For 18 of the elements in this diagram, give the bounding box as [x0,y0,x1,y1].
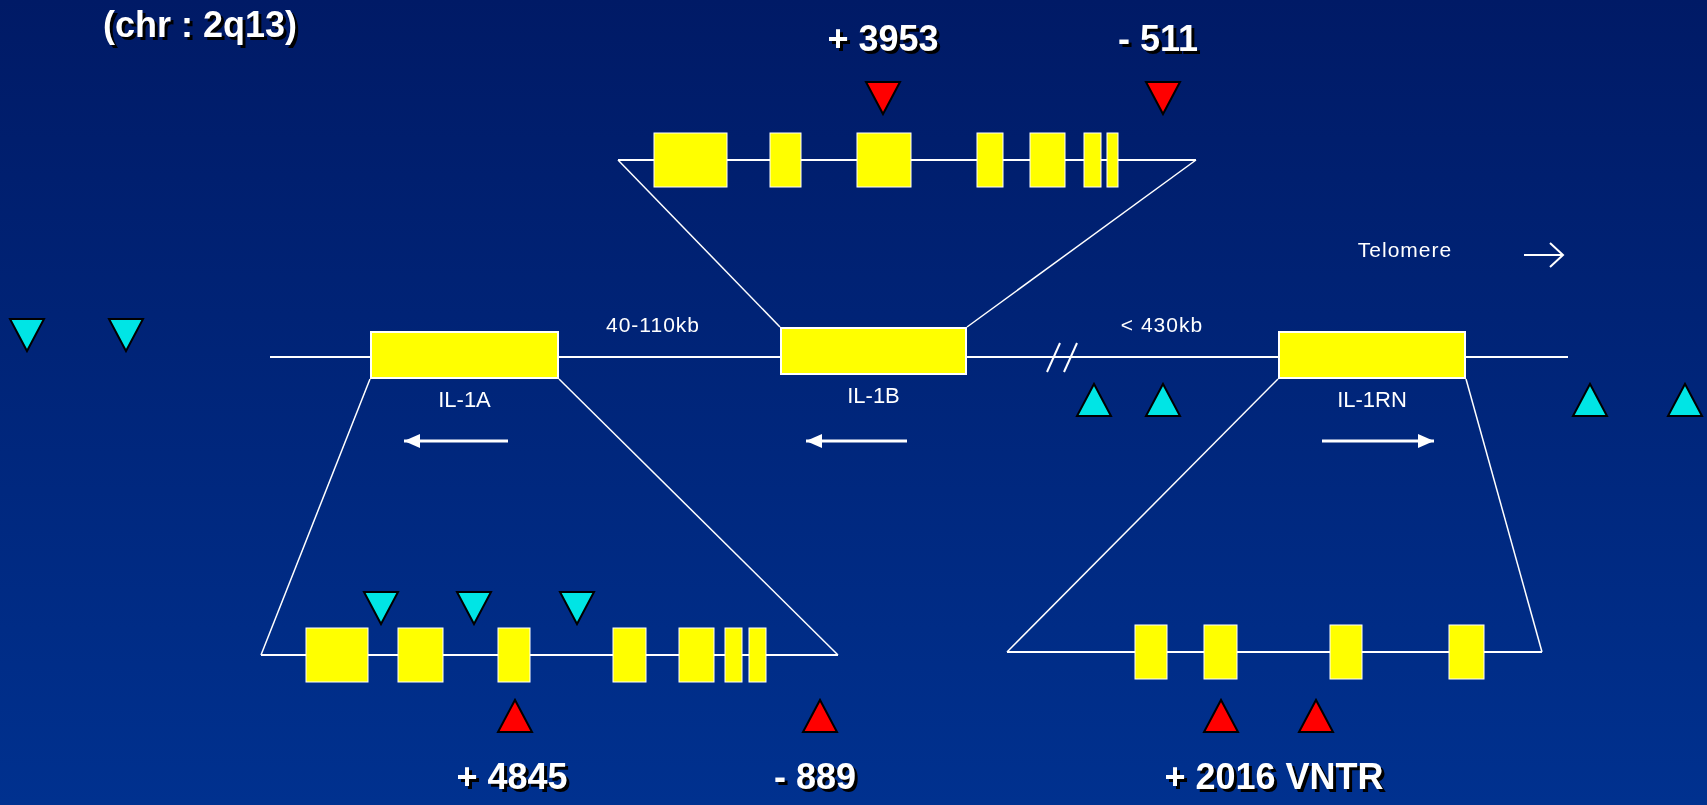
chromosome-location: (chr : 2q13) [103,4,297,46]
distance-label: < 430kb [1120,313,1204,337]
gene-label: IL-1A [437,387,492,413]
direction-label: Telomere [1357,238,1453,262]
zoom-line [966,159,1197,328]
position-label: + 3953 [827,18,939,60]
zoom-line [1465,378,1543,653]
zoom-line [558,378,839,656]
zoom-line [617,159,781,328]
zoom-line [1006,378,1279,653]
position-label: + 2016 VNTR [1164,756,1384,798]
zoom-line [260,378,371,656]
gene-label: IL-1RN [1336,387,1408,413]
position-label: + 4845 [456,756,568,798]
distance-label: 40-110kb [606,313,700,337]
position-label: - 889 [773,756,857,798]
gene-label: IL-1B [846,383,901,409]
position-label: - 511 [1117,18,1199,60]
